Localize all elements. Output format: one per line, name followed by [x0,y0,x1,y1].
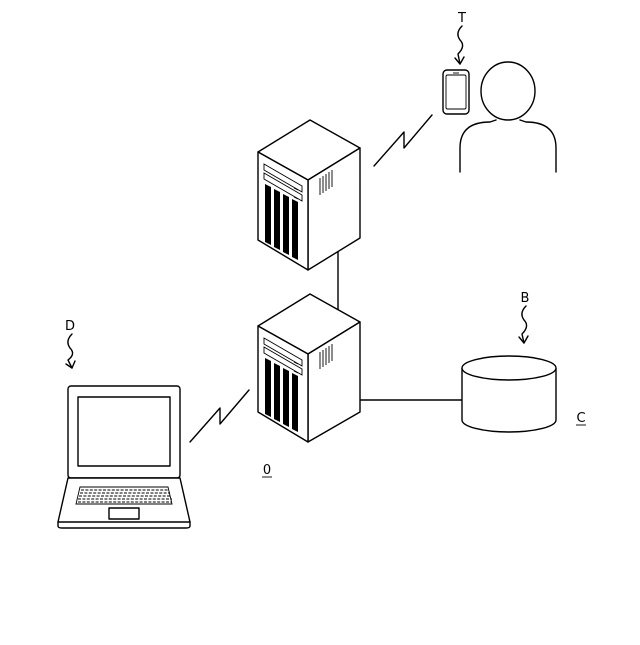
label-system: 0 [263,463,271,478]
wireless-signal-icon [190,390,249,442]
leader-arrow-T [455,26,464,64]
label-laptop: D [65,319,75,334]
database-icon [462,356,556,432]
person-icon [460,62,556,172]
server-icon [258,120,360,270]
label-storage: B [521,291,530,306]
server-icon [258,294,360,442]
label-network: C [576,411,585,426]
label-terminal: T [457,11,466,26]
leader-arrow-B [519,306,528,343]
laptop-icon [58,386,190,528]
smartphone-icon [443,70,469,114]
leader-arrow-D [66,334,75,368]
wireless-signal-icon [374,115,432,166]
